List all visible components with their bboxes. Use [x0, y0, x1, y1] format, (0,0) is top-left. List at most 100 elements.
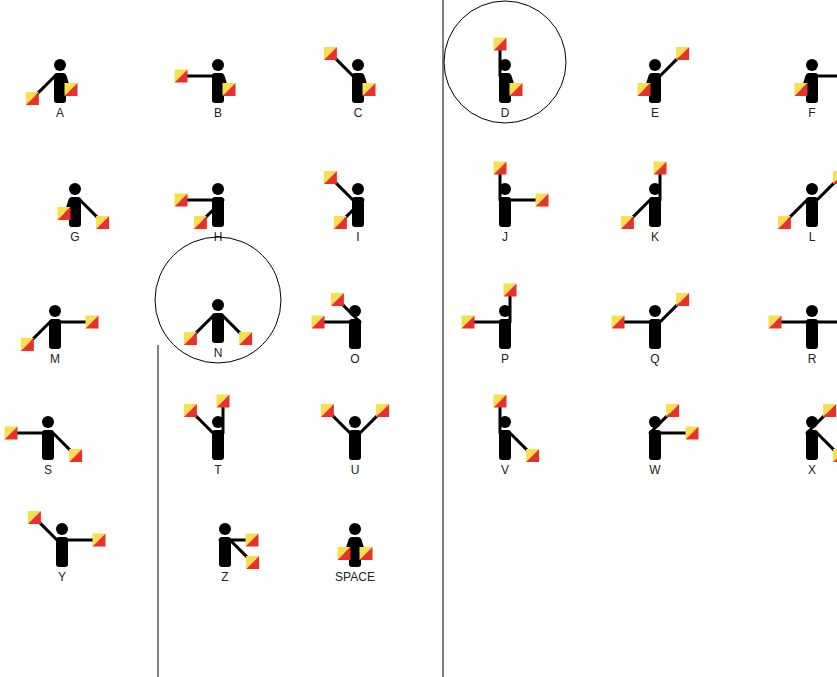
flag-half — [338, 547, 351, 560]
arm — [781, 321, 807, 324]
letter-label: Y — [58, 570, 66, 584]
arm — [499, 407, 502, 433]
flag-half — [217, 395, 230, 408]
flag-half — [175, 194, 188, 207]
signaller-body — [806, 197, 818, 227]
flag-half — [769, 316, 782, 329]
letter-label: N — [214, 346, 223, 360]
flag-half — [239, 332, 252, 345]
flag-half — [175, 70, 188, 83]
flag-half — [504, 284, 517, 297]
arm — [205, 200, 223, 218]
flag-half — [334, 216, 347, 229]
arm — [659, 174, 662, 200]
flag-half — [21, 338, 34, 351]
signaller-body — [56, 537, 68, 567]
arm — [510, 199, 536, 202]
flag-half — [638, 83, 651, 96]
flag-half — [504, 284, 517, 297]
flag-half — [360, 547, 373, 560]
flag-half — [324, 171, 337, 184]
arm — [360, 415, 378, 433]
flag-half — [331, 293, 344, 306]
arm — [342, 304, 360, 322]
letter-label: C — [354, 106, 363, 120]
flag-half — [360, 547, 373, 560]
flag-half — [194, 216, 207, 229]
signaller-head — [352, 183, 364, 195]
letter-label: O — [350, 352, 359, 366]
flag-half — [86, 316, 99, 329]
arm — [817, 321, 837, 324]
arm — [67, 539, 93, 542]
flag-half — [823, 404, 836, 417]
flag-half — [778, 216, 791, 229]
flag-half — [526, 449, 539, 462]
letter-label: B — [214, 106, 222, 120]
flag-half — [510, 83, 523, 96]
flag-half — [654, 162, 667, 175]
flag-half — [96, 216, 109, 229]
flag-half — [494, 162, 507, 175]
letter-label: L — [809, 230, 816, 244]
flag-half — [175, 70, 188, 83]
signaller-head — [212, 299, 224, 311]
flag-half — [676, 47, 689, 60]
arm — [660, 432, 686, 435]
arm — [222, 407, 225, 433]
flag-half — [175, 194, 188, 207]
flag-half — [795, 83, 808, 96]
arm — [817, 433, 835, 451]
signaller-body — [649, 430, 661, 460]
flag-half — [666, 404, 679, 417]
arm — [660, 304, 678, 322]
arm — [32, 322, 50, 340]
letter-label: Q — [650, 352, 659, 366]
signaller-head — [56, 523, 68, 535]
arm — [80, 200, 98, 218]
letter-label: S — [44, 463, 52, 477]
signaller-body — [49, 319, 61, 349]
flag-half — [28, 511, 41, 524]
signaller-body — [349, 430, 361, 460]
letter-label: Z — [221, 570, 228, 584]
flag-half — [686, 427, 699, 440]
flag-half — [324, 47, 337, 60]
flag-half — [833, 171, 837, 184]
flag-half — [334, 216, 347, 229]
letter-label: SPACE — [335, 570, 375, 584]
flag-half — [494, 395, 507, 408]
signaller-head — [212, 59, 224, 71]
signaller-head — [42, 416, 54, 428]
letter-label: P — [501, 352, 509, 366]
highlight-circle: D — [443, 0, 567, 124]
flag-half — [494, 162, 507, 175]
flag-half — [654, 162, 667, 175]
flag-half — [321, 404, 334, 417]
arm — [510, 433, 528, 451]
flag-half — [321, 404, 334, 417]
flag-half — [621, 216, 634, 229]
arm — [17, 432, 43, 435]
flag-half — [494, 38, 507, 51]
flag-half — [778, 216, 791, 229]
signaller-head — [806, 59, 818, 71]
signaller-body — [349, 319, 361, 349]
divider-line — [443, 0, 444, 677]
flag-half — [612, 316, 625, 329]
arm — [60, 321, 86, 324]
flag-half — [833, 449, 837, 462]
signaller-body — [42, 430, 54, 460]
flag-half — [5, 427, 18, 440]
flag-half — [312, 316, 325, 329]
signaller-body — [649, 197, 661, 227]
flag-half — [526, 449, 539, 462]
flag-half — [96, 216, 109, 229]
flag-half — [462, 316, 475, 329]
flag-half — [184, 404, 197, 417]
signaller-head — [649, 305, 661, 317]
letter-label: W — [649, 463, 660, 477]
flag-half — [510, 83, 523, 96]
flag-half — [621, 216, 634, 229]
